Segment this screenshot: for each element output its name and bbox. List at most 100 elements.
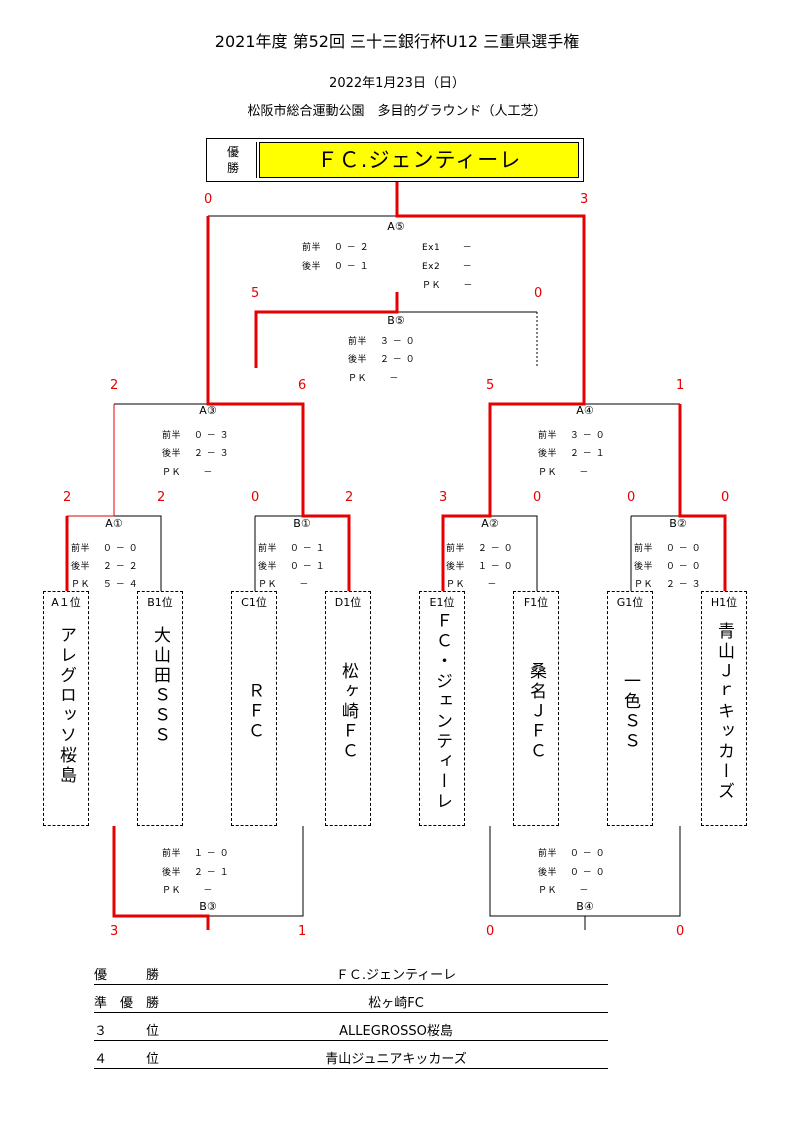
team-rank: D1位: [334, 596, 362, 609]
champion-label-2: 勝: [226, 161, 239, 175]
qf2-right-score: 2: [345, 490, 354, 505]
result-row-fourth: ４ 位 青山ジュニアキッカーズ: [94, 1046, 608, 1069]
b4-left-score: 0: [486, 924, 495, 939]
qf4-row-3: ＰＫ ２ － ３: [634, 580, 702, 590]
final-row-1: 前半 ０ － ２: [302, 243, 370, 253]
qf2-match-id: B①: [293, 517, 311, 530]
result-row-champion: 優 勝 ＦＣ.ジェンティーレ: [94, 962, 608, 985]
qf1-row-2: 後半 ２ － ２: [71, 562, 139, 572]
team-name: 桑名ＪＦＣ: [526, 662, 546, 762]
champion-box: 優 勝 ＦＣ.ジェンティーレ: [206, 138, 584, 182]
third-row-1: 前半 ３ － ０: [348, 337, 416, 347]
qf4-row-1: 前半 ０ － ０: [634, 544, 702, 554]
champion-path-line: [395, 182, 586, 591]
semi1-row-3: ＰＫ －: [162, 468, 213, 478]
qf2-row-3: ＰＫ －: [258, 580, 309, 590]
team-rank: G1位: [616, 596, 644, 609]
team-box-c1: C1位 ＲＦＣ: [231, 591, 277, 826]
team-name: 青山Ｊｒキッカーズ: [714, 622, 734, 802]
third-row-3: ＰＫ －: [348, 374, 399, 384]
team-rank: B1位: [147, 596, 173, 609]
qf3-match-id: A②: [481, 517, 499, 530]
third-match-id: B⑤: [387, 314, 405, 327]
qf2-row-1: 前半 ０ － １: [258, 544, 326, 554]
team-name: ＦＣ・ジェンティーレ: [432, 612, 452, 812]
third-right-score: 0: [534, 286, 543, 301]
team-box-d1: D1位 松ヶ崎ＦＣ: [325, 591, 371, 826]
third-winner-line: [254, 292, 399, 368]
team-name: 一色ＳＳ: [620, 672, 640, 752]
qf3-row-2: 後半 １ － ０: [446, 562, 514, 572]
result-value: ＦＣ.ジェンティーレ: [335, 968, 457, 983]
h1-path-line: [678, 404, 727, 591]
event-date: 2022年1月23日（日）: [329, 76, 465, 91]
b4-right-score: 0: [676, 924, 685, 939]
semi1-row-2: 後半 ２ － ３: [162, 449, 230, 459]
final-right-score: 3: [580, 192, 589, 207]
final-row-4: Ex2 －: [422, 262, 473, 272]
third-row-2: 後半 ２ － ０: [348, 355, 416, 365]
final-row-5: ＰＫ －: [422, 281, 473, 291]
team-box-e1: E1位 ＦＣ・ジェンティーレ: [419, 591, 465, 826]
result-label: 準 優 勝: [94, 996, 160, 1011]
result-row-third: ３ 位 ALLEGROSSO桜島: [94, 1018, 608, 1041]
qf1-row-1: 前半 ０ － ０: [71, 544, 139, 554]
team-rank: F1位: [523, 596, 549, 609]
qf1-right-score: 2: [157, 490, 166, 505]
qf2-left-score: 0: [251, 490, 260, 505]
b3-row-1: 前半 １ － ０: [162, 849, 230, 859]
qf4-left-score: 0: [627, 490, 636, 505]
semi2-match-id: A④: [576, 404, 594, 417]
b3-match-id: B③: [199, 900, 217, 913]
result-value: 松ヶ崎FC: [368, 996, 424, 1011]
b4-row-2: 後半 ０ － ０: [538, 868, 606, 878]
third-left-score: 5: [251, 286, 260, 301]
qf4-right-score: 0: [721, 490, 730, 505]
final-match-id: A⑤: [387, 220, 405, 233]
qf3-row-3: ＰＫ －: [446, 580, 497, 590]
team-name: 大山田ＳＳＳ: [150, 626, 170, 746]
champion-label-1: 優: [226, 145, 239, 159]
semi1-row-1: 前半 ０ － ３: [162, 431, 230, 441]
event-venue: 松阪市総合運動公園 多目的グラウンド（人工芝）: [247, 104, 547, 119]
qf4-match-id: B②: [669, 517, 687, 530]
semi2-row-3: ＰＫ －: [538, 468, 589, 478]
team-rank: H1位: [710, 596, 738, 609]
team-box-a1: A１位 アレグロッソ桜島: [43, 591, 89, 826]
semi2-left-score: 5: [486, 378, 495, 393]
team-box-f1: F1位 桑名ＪＦＣ: [513, 591, 559, 826]
qf1-row-3: ＰＫ ５ － ４: [71, 580, 139, 590]
semi1-right-score: 6: [298, 378, 307, 393]
team-name: 松ヶ崎ＦＣ: [338, 662, 358, 762]
qf2-row-2: 後半 ０ － １: [258, 562, 326, 572]
team-box-h1: H1位 青山Ｊｒキッカーズ: [701, 591, 747, 826]
qf3-left-score: 3: [439, 490, 448, 505]
b4-row-3: ＰＫ －: [538, 886, 589, 896]
qf1-left-score: 2: [63, 490, 72, 505]
b3-left-score: 3: [110, 924, 119, 939]
team-rank: A１位: [51, 596, 81, 609]
b3-winner-line: [112, 826, 210, 930]
champion-name: ＦＣ.ジェンティーレ: [259, 142, 579, 178]
qf1-match-id: A①: [105, 517, 123, 530]
result-row-runner-up: 準 優 勝 松ヶ崎FC: [94, 990, 608, 1013]
semi1-match-id: A③: [199, 404, 217, 417]
runner-up-path-line: [206, 216, 351, 591]
semi2-right-score: 1: [676, 378, 685, 393]
champion-label: 優 勝: [210, 142, 257, 178]
result-label: ３ 位: [94, 1024, 160, 1039]
qf3-row-1: 前半 ２ － ０: [446, 544, 514, 554]
final-left-score: 0: [204, 192, 213, 207]
semi2-row-1: 前半 ３ － ０: [538, 431, 606, 441]
team-box-b1: B1位 大山田ＳＳＳ: [137, 591, 183, 826]
final-row-2: 後半 ０ － １: [302, 262, 370, 272]
team-rank: C1位: [241, 596, 267, 609]
team-box-g1: G1位 一色ＳＳ: [607, 591, 653, 826]
b4-row-1: 前半 ０ － ０: [538, 849, 606, 859]
team-rank: E1位: [429, 596, 455, 609]
semi1-left-score: 2: [110, 378, 119, 393]
semi2-row-2: 後半 ２ － １: [538, 449, 606, 459]
team-name: ＲＦＣ: [244, 682, 264, 742]
b3-right-score: 1: [298, 924, 307, 939]
